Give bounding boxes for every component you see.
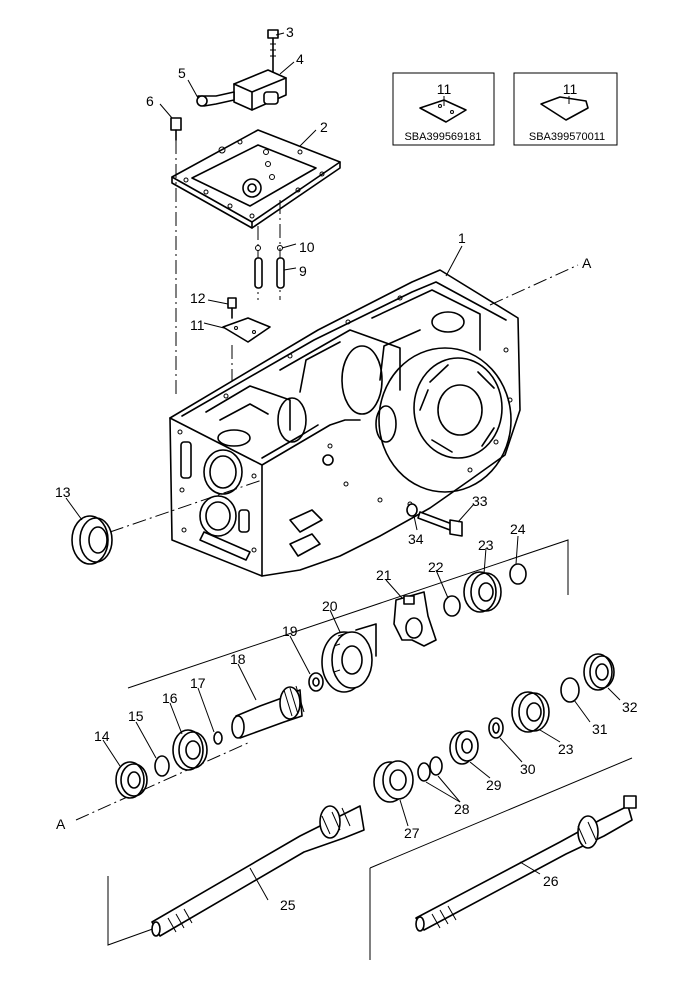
plate-icon (540, 96, 589, 121)
callout-11: 11 (190, 317, 205, 333)
bearing-23-lower-part (511, 691, 550, 733)
callout-27: 27 (404, 825, 420, 841)
shaft-25-part (151, 805, 365, 937)
callout-34: 34 (408, 531, 424, 547)
snap-ring-31-part (560, 677, 580, 703)
shaft-axis-line (109, 479, 263, 533)
callout-23-upper: 23 (478, 537, 494, 553)
cover-plate-part (171, 129, 341, 229)
callout-16: 16 (162, 690, 178, 706)
pins-part (254, 200, 285, 300)
gear-20-part (321, 623, 377, 693)
bolt-6-part (170, 117, 182, 141)
callout-19: 19 (282, 623, 298, 639)
callout-4: 4 (296, 51, 304, 67)
bolt-33-part (406, 503, 463, 537)
callout-21: 21 (376, 567, 392, 583)
callout-10: 10 (299, 239, 315, 255)
callout-9: 9 (299, 263, 307, 279)
shaft-18-part (231, 685, 305, 739)
shaft-26-part (415, 795, 637, 932)
callout-14: 14 (94, 728, 110, 744)
variant-box-1: 11 SBA399569181 (392, 72, 495, 146)
group-frame (369, 757, 633, 960)
callout-18: 18 (230, 651, 246, 667)
callout-17: 17 (190, 675, 206, 691)
washer-30-part (488, 717, 504, 739)
callout-32: 32 (622, 699, 638, 715)
callout-3: 3 (286, 24, 294, 40)
callout-22: 22 (428, 559, 444, 575)
section-line-lower (75, 741, 251, 821)
bearing-16-part (172, 729, 208, 771)
callout-28: 28 (454, 801, 470, 817)
gear-29-part (449, 730, 479, 765)
section-marker-upper: A (582, 255, 592, 271)
plate-icon (419, 99, 467, 123)
section-line-upper (489, 264, 579, 306)
callout-29: 29 (486, 777, 502, 793)
callout-13: 13 (55, 484, 71, 500)
callout-15: 15 (128, 708, 144, 724)
seal-32-part (583, 653, 615, 691)
valve-block-part (196, 69, 287, 111)
callout-20: 20 (322, 598, 338, 614)
callout-1: 1 (458, 230, 466, 246)
callout-33: 33 (472, 493, 488, 509)
callout-24: 24 (510, 521, 526, 537)
collars-28-part (417, 756, 443, 782)
callout-5: 5 (178, 65, 186, 81)
callout-12: 12 (190, 290, 206, 306)
ring-17-part (213, 731, 223, 745)
snap-ring-15-part (154, 755, 170, 777)
seal-13-part (71, 515, 113, 565)
callout-30: 30 (520, 761, 536, 777)
callout-2: 2 (320, 119, 328, 135)
section-marker-lower: A (56, 816, 66, 832)
leader-lines (65, 32, 621, 901)
variant-2-callout: 11 (563, 81, 578, 97)
small-plate-part (222, 297, 271, 343)
bolt-3-part (267, 29, 279, 73)
snap-ring-24-part (509, 563, 527, 585)
ring-19-part (308, 672, 324, 692)
callout-31: 31 (592, 721, 608, 737)
gear-27-part (373, 760, 414, 803)
variant-1-code: SBA399569181 (404, 131, 481, 143)
callout-23-lower: 23 (558, 741, 574, 757)
callout-labels: 1 2 3 4 5 6 9 10 11 12 13 14 15 16 17 18… (55, 24, 638, 913)
variant-1-callout: 11 (437, 81, 452, 97)
fork-21-part (393, 591, 437, 647)
bearing-14-part (115, 761, 148, 799)
group-frame (127, 539, 569, 689)
variant-2-code: SBA399570011 (529, 131, 605, 143)
bearing-23-upper-part (463, 571, 502, 613)
transmission-case-part (169, 269, 521, 577)
snap-ring-22-part (443, 595, 461, 617)
callout-26: 26 (543, 873, 559, 889)
callout-6: 6 (146, 93, 154, 109)
variant-box-2: 11 SBA399570011 (513, 72, 618, 146)
callout-25: 25 (280, 897, 296, 913)
